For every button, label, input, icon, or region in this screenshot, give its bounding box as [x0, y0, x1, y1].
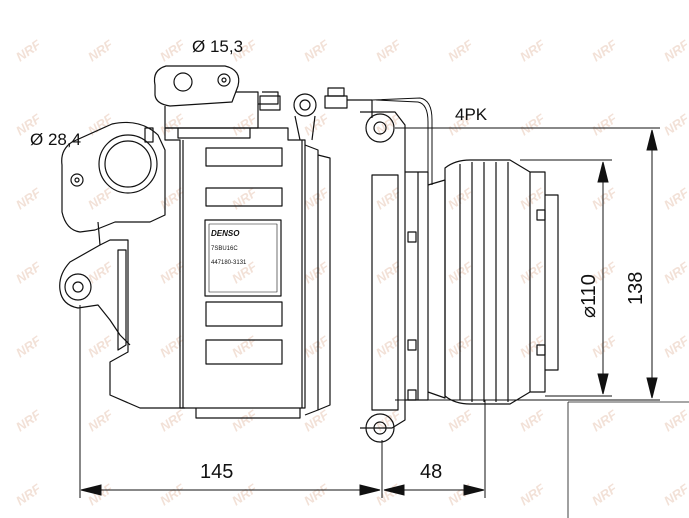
pulley	[444, 159, 559, 405]
watermark-mark: NRF	[229, 406, 260, 434]
watermark-mark: NRF	[445, 480, 476, 508]
watermark-mark: NRF	[85, 332, 116, 360]
watermark-mark: NRF	[157, 406, 188, 434]
watermark-mark: NRF	[445, 406, 476, 434]
watermark-mark: NRF	[517, 332, 548, 360]
watermark-mark: NRF	[445, 36, 476, 64]
watermark-mark: NRF	[301, 480, 332, 508]
watermark-mark: NRF	[661, 406, 689, 434]
watermark-mark: NRF	[373, 36, 404, 64]
nameplate	[204, 219, 282, 297]
watermark-mark: NRF	[13, 406, 44, 434]
length-dimension-label: 145	[200, 461, 233, 483]
watermark-mark: NRF	[157, 36, 188, 64]
watermark-mark: NRF	[661, 332, 689, 360]
watermark-mark: NRF	[157, 480, 188, 508]
watermark-mark: NRF	[661, 184, 689, 212]
dimension-lines	[79, 127, 689, 518]
watermark-mark: NRF	[373, 184, 404, 212]
watermark-mark: NRF	[301, 36, 332, 64]
watermark-mark: NRF	[517, 406, 548, 434]
height-dimension-label: 138	[625, 272, 647, 305]
watermark-mark: NRF	[661, 36, 689, 64]
small-port-flange	[153, 65, 281, 139]
watermark-mark: NRF	[13, 258, 44, 286]
watermark-mark: NRF	[157, 184, 188, 212]
port-large-diameter-label: Ø 28,4	[30, 130, 81, 149]
watermark-mark: NRF	[373, 332, 404, 360]
watermark-mark: NRF	[589, 480, 620, 508]
watermark-mark: NRF	[229, 480, 260, 508]
clutch-offset-label: 48	[420, 461, 442, 483]
compressor-rear-housing	[59, 121, 185, 409]
belt-type-label: 4PK	[455, 105, 488, 124]
compressor-main-body	[164, 87, 373, 419]
nameplate-part-number: 447180-3131	[211, 260, 247, 266]
watermark-layer: NRF NRF NRF NRF NRF NRF NRF NRF NRF NRF NRF NRF NRF N…	[13, 36, 689, 508]
watermark-mark: NRF	[661, 480, 689, 508]
watermark-mark: NRF	[301, 258, 332, 286]
watermark-mark: NRF	[661, 258, 689, 286]
watermark-mark: NRF	[13, 36, 44, 64]
watermark-mark: NRF	[13, 332, 44, 360]
watermark-mark: NRF	[517, 110, 548, 138]
watermark-mark: NRF	[373, 258, 404, 286]
watermark-mark: NRF	[589, 184, 620, 212]
watermark-mark: NRF	[85, 406, 116, 434]
watermark-mark: NRF	[517, 258, 548, 286]
watermark-mark: NRF	[517, 480, 548, 508]
watermark-mark: NRF	[229, 110, 260, 138]
watermark-mark: NRF	[13, 184, 44, 212]
watermark-mark: NRF	[157, 332, 188, 360]
watermark-mark: NRF	[589, 110, 620, 138]
watermark-mark: NRF	[85, 36, 116, 64]
watermark-mark: NRF	[517, 36, 548, 64]
watermark-mark: NRF	[589, 36, 620, 64]
watermark-mark: NRF	[229, 332, 260, 360]
watermark-mark: NRF	[301, 110, 332, 138]
watermark-mark: NRF	[301, 332, 332, 360]
watermark-mark: NRF	[517, 184, 548, 212]
watermark-mark: NRF	[661, 110, 689, 138]
pulley-diameter-label: ⌀110	[578, 274, 600, 318]
watermark-mark: NRF	[589, 406, 620, 434]
nameplate-model: 7SBU16C	[211, 246, 238, 252]
watermark-mark: NRF	[589, 332, 620, 360]
watermark-mark: NRF	[301, 184, 332, 212]
nameplate-brand: DENSO	[211, 229, 240, 238]
port-small-diameter-label: Ø 15,3	[192, 37, 243, 56]
watermark-mark: NRF	[157, 110, 188, 138]
watermark-mark: NRF	[13, 480, 44, 508]
watermark-mark: NRF	[157, 258, 188, 286]
